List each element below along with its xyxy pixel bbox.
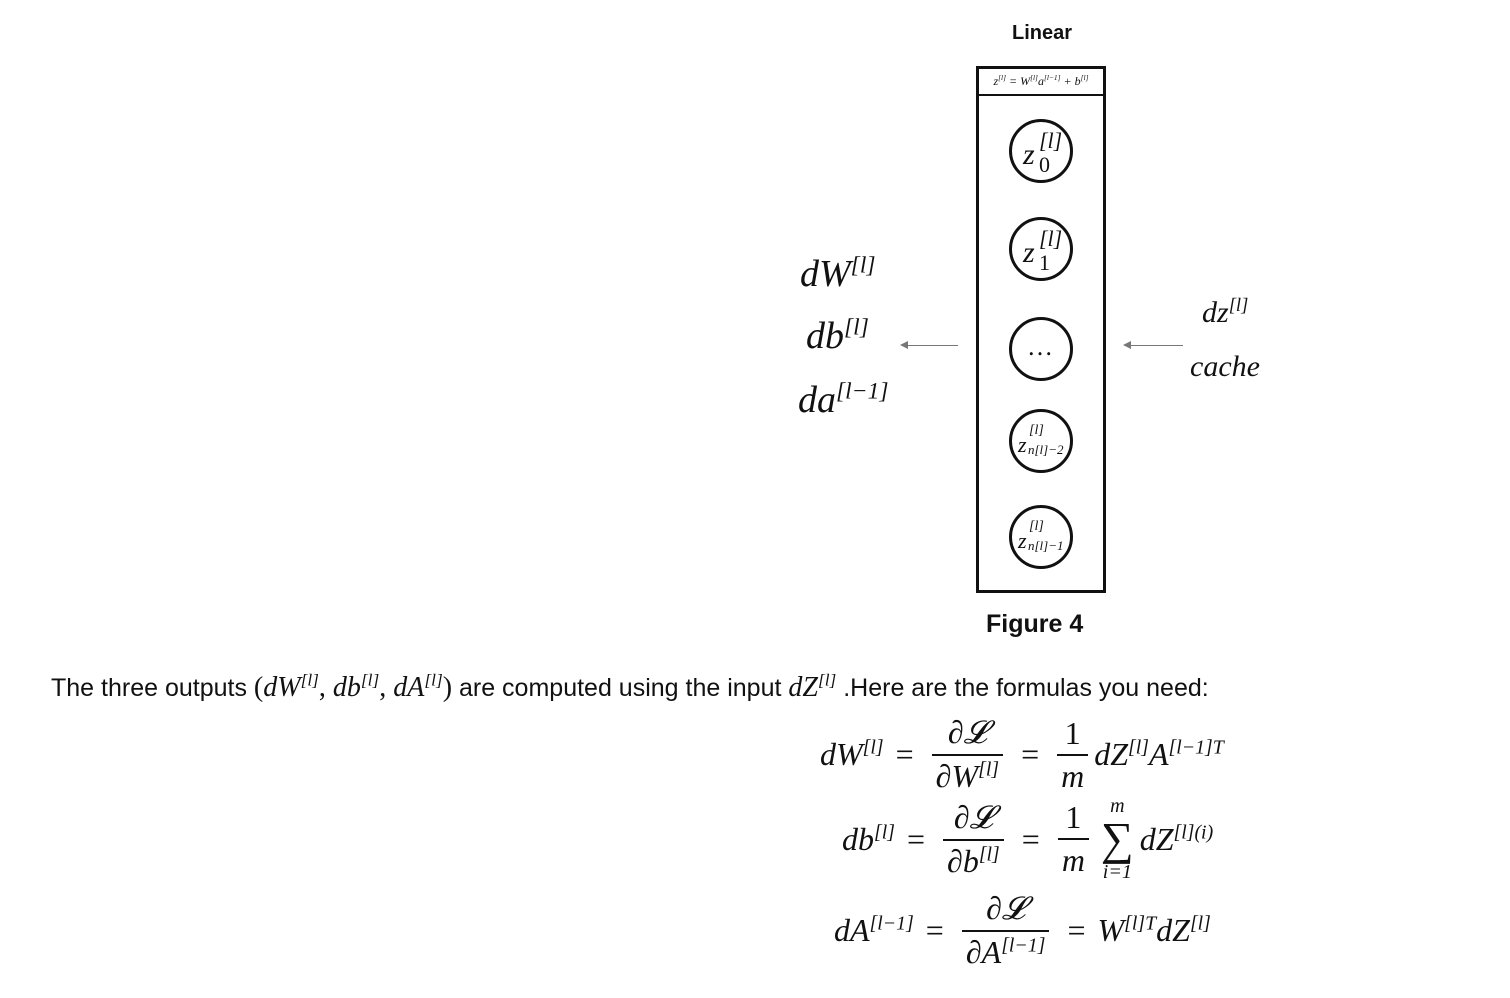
equation-dA: dA[l−1] = ∂𝓛∂A[l−1] = W[l]TdZ[l] bbox=[834, 890, 1211, 970]
node-z0: z [l] 0 bbox=[1009, 119, 1073, 183]
linear-layer-box: z[l] = W[l]a[l−1] + b[l] z [l] 0 z [l] 1… bbox=[976, 66, 1106, 593]
intro-text: The three outputs (dW[l], db[l], dA[l]) … bbox=[51, 670, 1209, 703]
output-dW: dW[l] bbox=[800, 252, 876, 295]
figure-title: Linear bbox=[1012, 22, 1073, 44]
input-dz: dz[l] bbox=[1202, 295, 1249, 329]
node-z1: z [l] 1 bbox=[1009, 217, 1073, 281]
figure-caption: Figure 4 bbox=[986, 610, 1084, 638]
right-arrow bbox=[1123, 341, 1183, 349]
node-z-n-minus-1: z [l] n[l]−1 bbox=[1009, 505, 1073, 569]
output-db: db[l] bbox=[806, 314, 869, 357]
input-cache: cache bbox=[1190, 350, 1260, 383]
output-da: da[l−1] bbox=[798, 378, 889, 421]
left-arrow bbox=[900, 341, 958, 349]
node-z-n-minus-2: z [l] n[l]−2 bbox=[1009, 409, 1073, 473]
layer-formula: z[l] = W[l]a[l−1] + b[l] bbox=[979, 69, 1103, 96]
node-ellipsis: … bbox=[1009, 317, 1073, 381]
